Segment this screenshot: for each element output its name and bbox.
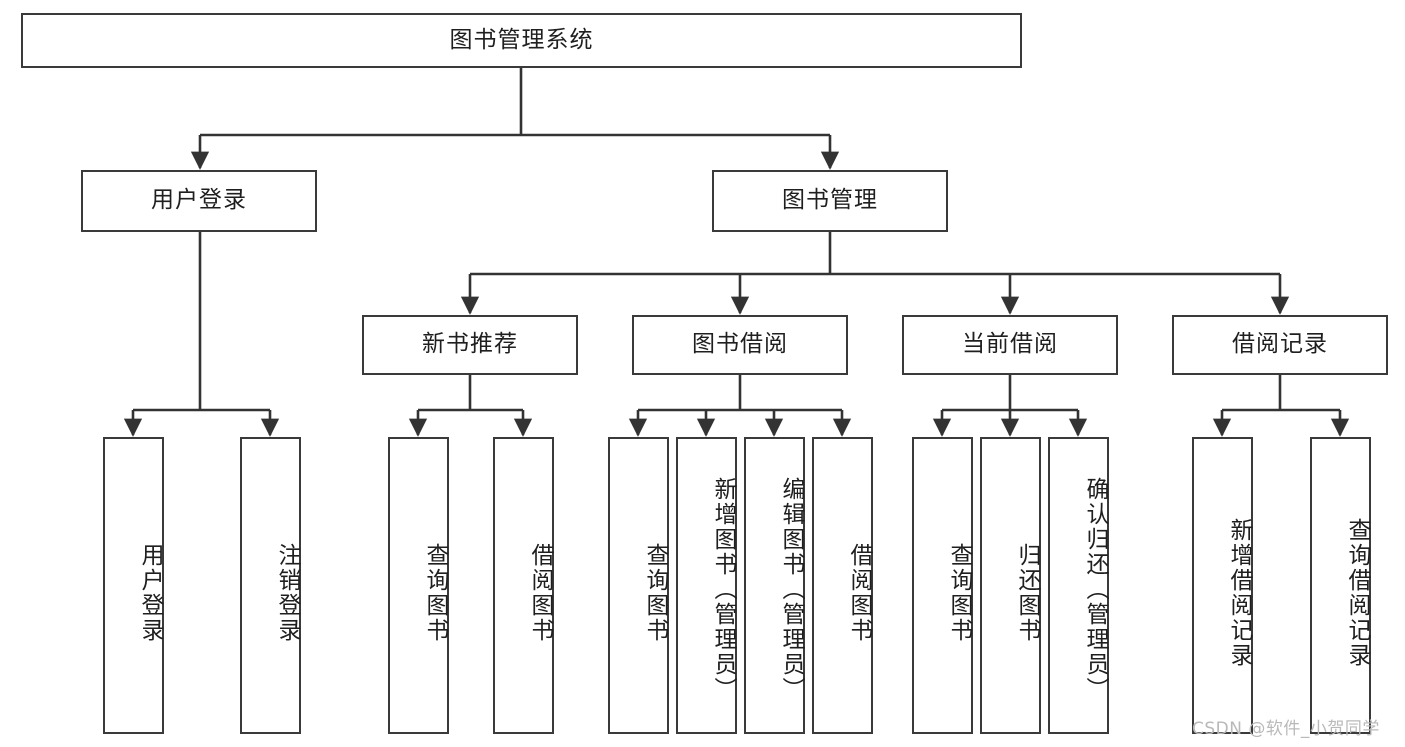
node-leaf-query-book-recommend[interactable]: 查询图书	[388, 437, 449, 734]
node-leaf-add-borrow-record[interactable]: 新增借阅记录	[1192, 437, 1253, 734]
node-leaf-confirm-return-admin[interactable]: 确认归还（管理员）	[1048, 437, 1109, 734]
node-leaf-query-book-current[interactable]: 查询图书	[912, 437, 973, 734]
node-book-management[interactable]: 图书管理	[712, 170, 948, 232]
node-leaf-edit-book-admin[interactable]: 编辑图书（管理员）	[744, 437, 805, 734]
node-leaf-borrow-book-borrow[interactable]: 借阅图书	[812, 437, 873, 734]
node-new-book-recommend[interactable]: 新书推荐	[362, 315, 578, 375]
csdn-watermark: CSDN @软件_小贺同学	[1192, 719, 1380, 739]
node-leaf-borrow-book-recommend[interactable]: 借阅图书	[493, 437, 554, 734]
node-leaf-query-borrow-record[interactable]: 查询借阅记录	[1310, 437, 1371, 734]
node-leaf-logout-login[interactable]: 注销登录	[240, 437, 301, 734]
node-leaf-add-book-admin[interactable]: 新增图书（管理员）	[676, 437, 737, 734]
node-book-borrow[interactable]: 图书借阅	[632, 315, 848, 375]
node-user-login[interactable]: 用户登录	[81, 170, 317, 232]
node-borrow-record[interactable]: 借阅记录	[1172, 315, 1388, 375]
node-root-book-management-system[interactable]: 图书管理系统	[21, 13, 1022, 68]
node-leaf-user-login[interactable]: 用户登录	[103, 437, 164, 734]
node-leaf-query-book-borrow[interactable]: 查询图书	[608, 437, 669, 734]
node-leaf-return-book[interactable]: 归还图书	[980, 437, 1041, 734]
node-current-borrow[interactable]: 当前借阅	[902, 315, 1118, 375]
